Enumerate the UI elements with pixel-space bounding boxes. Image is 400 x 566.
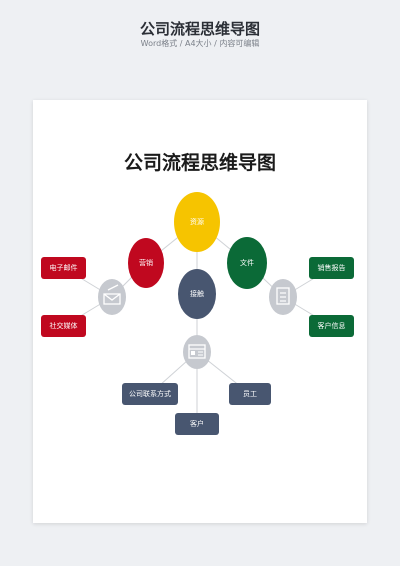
customer-box (175, 413, 219, 435)
email-box (41, 257, 86, 279)
company-contact-label: 公司联系方式 (129, 390, 171, 398)
sales-report-label: 销售报告 (317, 264, 346, 272)
customer-info-box (309, 315, 354, 337)
employee-box (229, 383, 271, 405)
social-media-label: 社交媒体 (49, 322, 78, 330)
page-header-subtitle: Word格式 / A4大小 / 内容可编辑 (140, 39, 260, 48)
documents-label: 文件 (240, 259, 254, 267)
sales-report-box (309, 257, 354, 279)
contact-card-icon (183, 335, 211, 369)
envelope-icon (98, 279, 126, 315)
employee-label: 员工 (243, 390, 257, 398)
connector-lines (63, 221, 332, 424)
customer-label: 客户 (190, 420, 204, 428)
resources-label: 资源 (190, 218, 204, 226)
company-contact-box (122, 383, 178, 405)
marketing-node (128, 238, 164, 288)
customer-info-label: 客户信息 (317, 322, 346, 330)
documents-node (227, 237, 267, 289)
marketing-label: 营销 (139, 259, 153, 267)
email-label: 电子邮件 (49, 264, 78, 272)
resources-node (174, 192, 220, 252)
document-title: 公司流程思维导图 (123, 152, 276, 174)
social-media-box (41, 315, 86, 337)
contact-node (178, 269, 216, 319)
document-icon (269, 279, 297, 315)
page-header-title: 公司流程思维导图 (139, 20, 260, 38)
contact-label: 接触 (190, 290, 204, 298)
